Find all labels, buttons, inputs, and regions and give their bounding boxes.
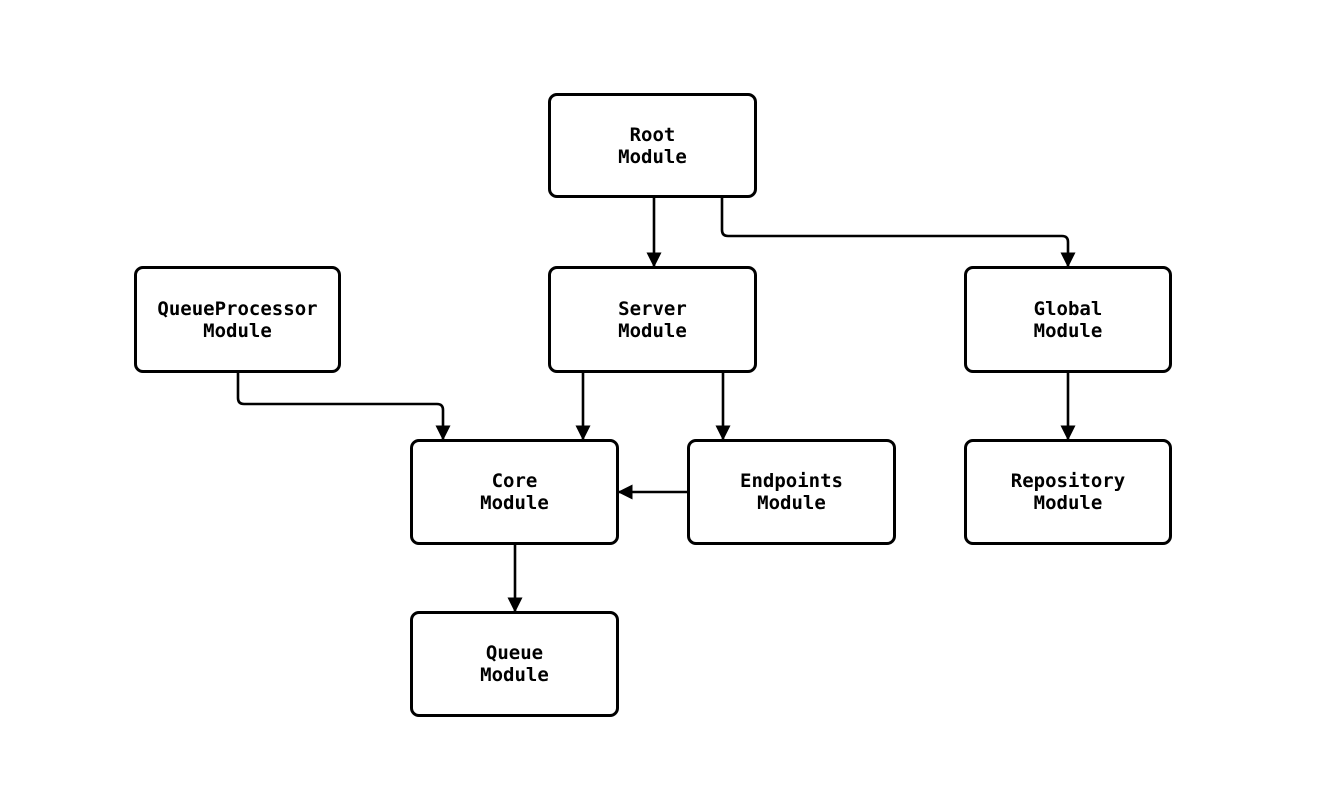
node-server: Server Module	[548, 266, 757, 373]
node-queueprocessor: QueueProcessor Module	[134, 266, 341, 373]
node-queue: Queue Module	[410, 611, 619, 717]
node-endpoints: Endpoints Module	[687, 439, 896, 545]
node-global: Global Module	[964, 266, 1172, 373]
node-repository: Repository Module	[964, 439, 1172, 545]
edge-root-to-global	[720, 198, 1076, 268]
edge-queueprocessor-to-core	[236, 373, 451, 441]
node-core: Core Module	[410, 439, 619, 545]
node-root: Root Module	[548, 93, 757, 198]
